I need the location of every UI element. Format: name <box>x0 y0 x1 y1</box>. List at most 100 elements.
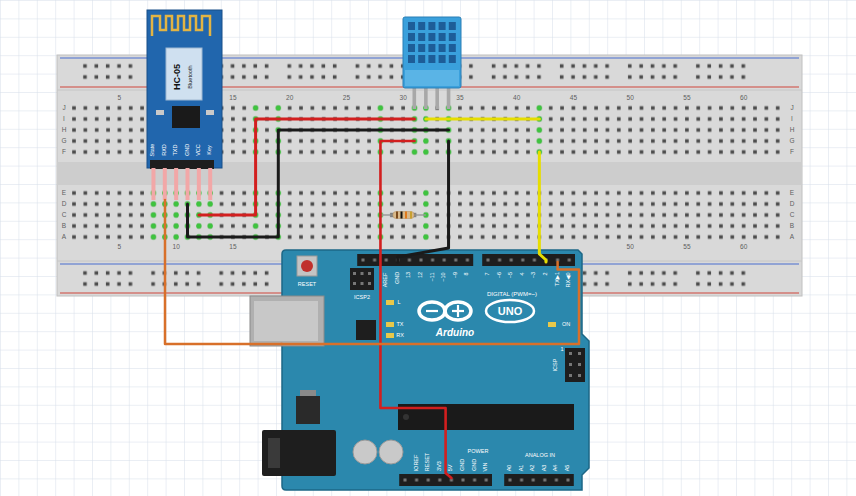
column-number: 10 <box>173 244 180 251</box>
pin-label: 4 <box>520 272 526 275</box>
column-number: 5 <box>118 95 122 102</box>
pin-label: A4 <box>554 464 560 471</box>
board-label: POWER <box>468 449 489 455</box>
column-number: 15 <box>229 244 236 251</box>
pin-label: GND <box>460 459 466 471</box>
pin-label: A0 <box>507 464 513 471</box>
board-label: ANALOG IN <box>525 453 555 459</box>
column-number: 5 <box>118 244 122 251</box>
orange-wire <box>165 200 282 344</box>
board-label: ICSP <box>553 359 559 372</box>
pin-label: TXD <box>173 145 179 156</box>
resistor-symbol <box>380 212 425 219</box>
row-letter: H <box>790 127 795 134</box>
pin-label: A2 <box>530 464 536 471</box>
row-letter: D <box>62 201 67 208</box>
pin-label: VCC <box>196 144 202 156</box>
board-label: DIGITAL (PWM=~) <box>487 291 537 297</box>
red-wire <box>199 119 415 215</box>
column-number: 55 <box>683 95 690 102</box>
dht11-sensor <box>403 17 461 109</box>
column-number: 25 <box>343 95 350 102</box>
pin-label: State <box>151 144 157 157</box>
column-number: 15 <box>229 95 236 102</box>
pin-label: ~11 <box>430 272 436 281</box>
led-label: ON <box>562 322 570 328</box>
bluetooth-module-drawing <box>147 10 222 200</box>
pin-label: 5V <box>449 464 455 471</box>
led-label: TX <box>396 322 403 328</box>
column-number: 45 <box>570 95 577 102</box>
bluetooth-module: HC-05 Bluetooth <box>147 10 222 200</box>
row-letter: H <box>62 127 67 134</box>
yellow-wire <box>539 152 546 262</box>
column-number: 30 <box>400 95 407 102</box>
pin-label: ~5 <box>508 272 514 278</box>
red-wire <box>380 141 451 478</box>
pin-label: 3V3 <box>437 461 443 471</box>
led-label: RX <box>396 333 404 339</box>
pin-label: ~3 <box>532 272 538 278</box>
pin-label: 8 <box>465 272 471 275</box>
row-letter: J <box>62 105 65 112</box>
column-number: 60 <box>740 95 747 102</box>
pin-label: A1 <box>519 464 525 471</box>
pin-label: RX◀0 <box>566 272 572 287</box>
column-number: 20 <box>286 95 293 102</box>
row-letter: E <box>62 190 66 197</box>
column-number: 60 <box>740 244 747 251</box>
column-number: 55 <box>683 244 690 251</box>
pin-label: Key <box>207 145 213 154</box>
board-label: 1 <box>560 347 563 353</box>
pin-label: 2 <box>543 272 549 275</box>
row-letter: I <box>791 116 793 123</box>
pin-label: 13 <box>407 272 413 278</box>
row-letter: E <box>790 190 794 197</box>
column-number: 50 <box>627 244 634 251</box>
pin-label: 7 <box>485 272 491 275</box>
pin-label: ~10 <box>441 272 447 281</box>
row-letter: F <box>62 149 66 156</box>
board-brand: Arduino <box>436 328 474 338</box>
board-model: UNO <box>498 306 522 317</box>
pin-label: RESET <box>425 453 431 471</box>
row-letter: G <box>61 138 66 145</box>
row-letter: B <box>790 223 794 230</box>
pin-label: AREF <box>383 272 389 287</box>
black-wire <box>398 141 449 262</box>
pin-label: A5 <box>565 464 571 471</box>
row-letter: C <box>790 212 795 219</box>
orange-wire <box>281 262 579 344</box>
row-letter: B <box>62 223 66 230</box>
board-label: ICSP2 <box>354 295 370 301</box>
pin-label: GND <box>185 144 191 156</box>
black-wire <box>188 130 449 237</box>
pin-label: GND <box>472 459 478 471</box>
board-label: RESET <box>298 282 316 288</box>
pin-label: ~6 <box>497 272 503 278</box>
row-letter: G <box>789 138 794 145</box>
pin-label: RXD <box>162 144 168 156</box>
yellow-wire <box>426 118 539 121</box>
pin-label: A3 <box>542 464 548 471</box>
row-letter: I <box>63 116 65 123</box>
pin-label: VIN <box>483 462 489 471</box>
module-subtitle: Bluetooth <box>188 65 194 88</box>
row-letter: J <box>790 105 793 112</box>
pin-label: 12 <box>418 272 424 278</box>
row-letter: C <box>62 212 67 219</box>
pin-label: GND <box>395 272 401 284</box>
jumper-wires <box>188 119 580 478</box>
column-number: 40 <box>513 95 520 102</box>
arduino-board-drawing <box>250 250 589 490</box>
pin-label: IOREF <box>414 454 420 471</box>
row-letter: A <box>62 234 66 241</box>
module-name: HC-05 <box>173 64 182 90</box>
